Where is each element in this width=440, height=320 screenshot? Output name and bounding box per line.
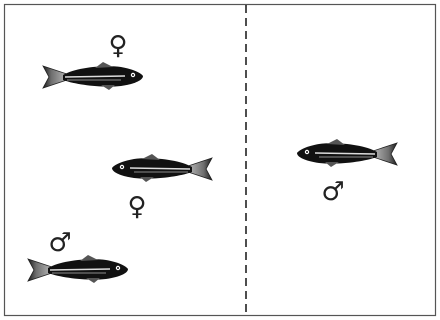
fish-icon: [27, 254, 129, 284]
fish-icon: [296, 138, 398, 168]
female-symbol: ♀: [108, 31, 127, 61]
female-symbol: ♀: [127, 192, 146, 222]
fish-female-middle: ♀: [111, 153, 213, 222]
fish-male-bottom: ♂: [27, 228, 129, 284]
tank-border: [3, 3, 437, 317]
fish-icon: [42, 61, 144, 91]
male-symbol: ♂: [321, 177, 344, 207]
right-compartment: ♂: [296, 138, 398, 207]
left-compartment: ♀ ♀ ♂: [27, 31, 213, 284]
fish-female-top: ♀: [42, 31, 144, 91]
fish-icon: [111, 153, 213, 183]
fish-male-right: ♂: [296, 138, 398, 207]
male-symbol: ♂: [48, 228, 71, 258]
